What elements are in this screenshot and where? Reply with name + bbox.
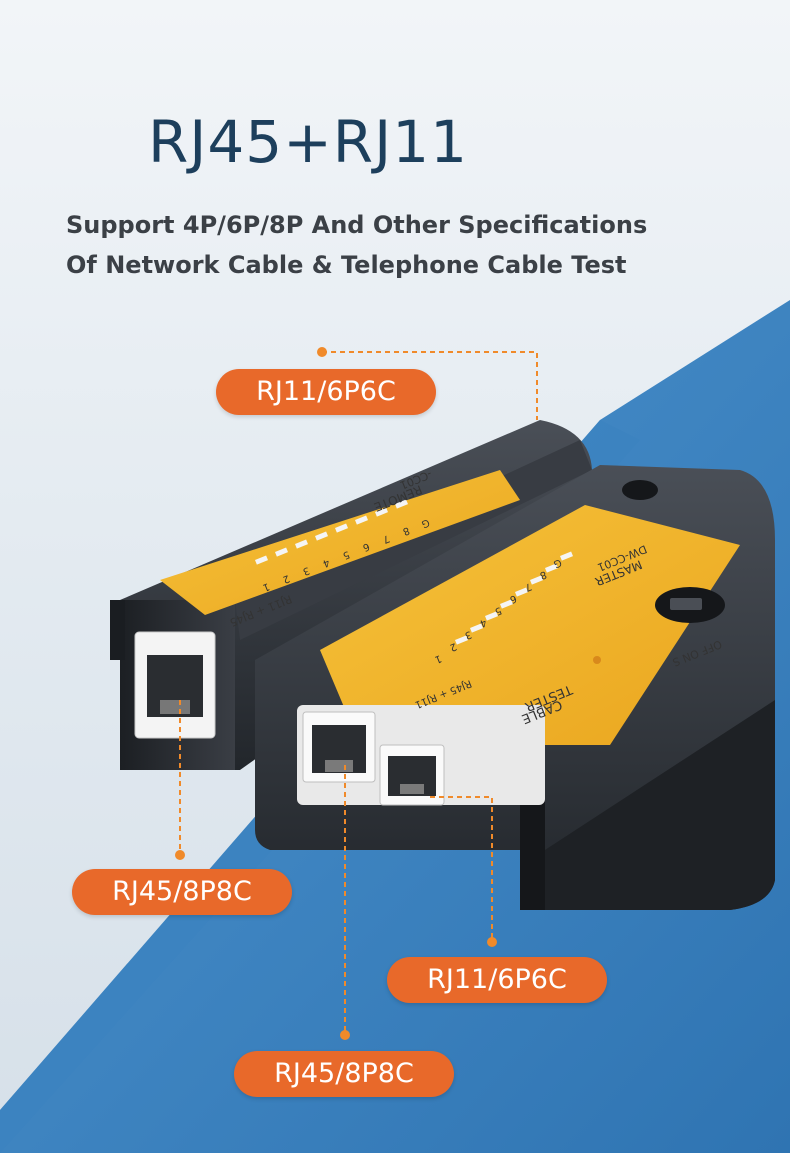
master-led-label: 6 [508, 592, 518, 605]
remote-led-label: 2 [281, 572, 291, 585]
remote-led-label: 6 [361, 540, 371, 553]
master-led-strip [455, 551, 573, 645]
master-led-label: 8 [538, 568, 548, 581]
master-led-label: 5 [493, 604, 503, 617]
master-unit: OFF ON S MASTER DW-CC01 CABLE TESTER RJ4… [255, 465, 775, 910]
remote-unit: REMOTE -CC01 RJ11 + RJ45 [110, 420, 592, 770]
remote-led-strip [255, 499, 408, 565]
master-led-label: 4 [478, 616, 488, 629]
remote-led-label: 1 [261, 580, 271, 593]
callout-dot [340, 1030, 350, 1040]
power-indicator-led [593, 656, 601, 664]
power-switch[interactable] [670, 598, 702, 610]
master-led-label: 2 [448, 640, 458, 653]
page-title: RJ45+RJ11 [148, 108, 469, 176]
callout-remote-bottom-port: RJ45/8P8C [72, 869, 292, 915]
master-rj45-port [302, 711, 376, 783]
callout-master-rj11-port: RJ11/6P6C [387, 957, 607, 1003]
master-led-label: 1 [433, 652, 443, 665]
callout-remote-top-port: RJ11/6P6C [216, 369, 436, 415]
callout-dot [175, 850, 185, 860]
remote-led-label: 4 [321, 556, 331, 569]
remote-led-label: 3 [301, 564, 311, 577]
remote-led-label: 7 [381, 532, 391, 545]
subtitle-line-1: Support 4P/6P/8P And Other Specification… [66, 211, 648, 239]
remote-led-label: 8 [401, 524, 411, 537]
callout-master-rj45-port: RJ45/8P8C [234, 1051, 454, 1097]
master-led-label: 3 [463, 628, 473, 641]
remote-led-label: G [420, 516, 431, 529]
callout-dot [317, 347, 327, 357]
master-rj11-port [379, 744, 445, 806]
remote-led-label: 5 [341, 548, 351, 561]
remote-rj45-port [134, 631, 216, 739]
page-subtitle: Support 4P/6P/8P And Other Specification… [66, 205, 647, 285]
master-led-label: 7 [523, 580, 533, 593]
master-led-label: G [552, 556, 563, 569]
callout-dot [487, 937, 497, 947]
subtitle-line-2: Of Network Cable & Telephone Cable Test [66, 251, 627, 279]
